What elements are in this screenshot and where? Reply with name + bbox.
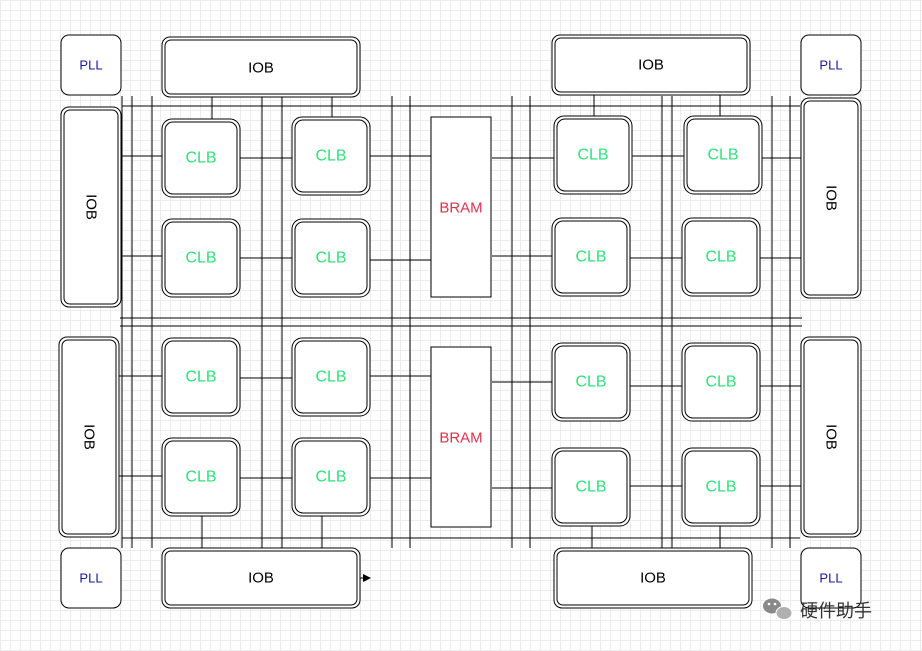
- clb-block: CLB: [161, 337, 241, 417]
- clb-label: CLB: [315, 148, 346, 165]
- pll-label: PLL: [79, 571, 102, 586]
- iob-label: IOB: [823, 185, 840, 211]
- routing-wires: [118, 94, 802, 582]
- iob-label: IOB: [81, 424, 98, 450]
- clb-grid: CLB CLB CLB CLB CLB CLB CLB CLB CLB CLB CLB CLB CLB C…: [161, 115, 763, 527]
- iob-left-lower: IOB: [58, 336, 120, 538]
- clb-block: CLB: [291, 116, 371, 196]
- iob-right-lower: IOB: [800, 336, 862, 538]
- clb-block: CLB: [161, 218, 241, 298]
- clb-label: CLB: [185, 250, 216, 267]
- iob-label: IOB: [248, 60, 274, 77]
- clb-block: CLB: [551, 447, 631, 527]
- clb-label: CLB: [185, 150, 216, 167]
- clb-block: CLB: [161, 118, 241, 198]
- iob-bottom-left: IOB: [161, 547, 361, 609]
- iob-top-right: IOB: [551, 34, 751, 96]
- iob-label: IOB: [823, 424, 840, 450]
- bram-lower: BRAM: [430, 346, 492, 528]
- clb-label: CLB: [705, 374, 736, 391]
- pll-top-right: PLL: [800, 34, 862, 96]
- clb-label: CLB: [707, 147, 738, 164]
- clb-label: CLB: [705, 479, 736, 496]
- bram-label: BRAM: [439, 200, 482, 217]
- iob-label: IOB: [638, 57, 664, 74]
- clb-block: CLB: [291, 437, 371, 517]
- clb-block: CLB: [161, 437, 241, 517]
- clb-label: CLB: [577, 147, 608, 164]
- pll-bottom-left: PLL: [60, 547, 122, 609]
- clb-label: CLB: [575, 249, 606, 266]
- clb-block: CLB: [553, 115, 633, 195]
- pll-label: PLL: [79, 58, 102, 73]
- pll-label: PLL: [819, 58, 842, 73]
- clb-block: CLB: [291, 218, 371, 298]
- pll-bottom-right: PLL: [800, 547, 862, 609]
- iob-label: IOB: [248, 570, 274, 587]
- clb-block: CLB: [551, 217, 631, 297]
- clb-label: CLB: [315, 469, 346, 486]
- wechat-icon: [763, 598, 793, 620]
- clb-label: CLB: [185, 469, 216, 486]
- clb-block: CLB: [681, 342, 761, 422]
- bram-upper: BRAM: [430, 116, 492, 298]
- clb-label: CLB: [185, 369, 216, 386]
- clb-label: CLB: [315, 250, 346, 267]
- clb-block: CLB: [683, 115, 763, 195]
- clb-label: CLB: [315, 369, 346, 386]
- iob-top-left: IOB: [161, 36, 361, 98]
- clb-label: CLB: [575, 479, 606, 496]
- clb-label: CLB: [575, 374, 606, 391]
- watermark: 硬件助手: [763, 598, 872, 622]
- clb-block: CLB: [681, 447, 761, 527]
- bram-label: BRAM: [439, 430, 482, 447]
- clb-block: CLB: [291, 337, 371, 417]
- pll-top-left: PLL: [60, 34, 122, 96]
- iob-label: IOB: [640, 570, 666, 587]
- iob-bottom-right: IOB: [553, 547, 753, 609]
- clb-label: CLB: [705, 249, 736, 266]
- iob-label: IOB: [83, 194, 100, 220]
- watermark-text: 硬件助手: [800, 601, 872, 622]
- iob-right-upper: IOB: [800, 97, 862, 299]
- iob-left-upper: IOB: [60, 106, 122, 308]
- clb-block: CLB: [551, 342, 631, 422]
- pll-label: PLL: [819, 571, 842, 586]
- clb-block: CLB: [681, 217, 761, 297]
